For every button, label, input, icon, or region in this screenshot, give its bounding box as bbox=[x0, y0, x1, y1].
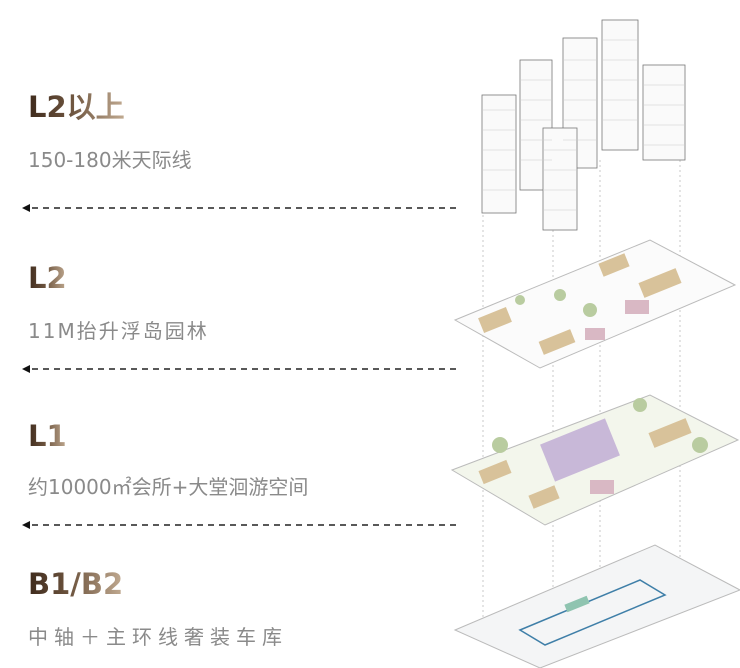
tower-floor-lines bbox=[482, 39, 685, 211]
level-subtitle-b1-b2: 中轴＋主环线奢装车库 bbox=[28, 625, 288, 649]
level-subtitle-above-l2: 150-180米天际线 bbox=[28, 148, 192, 172]
dashed-arrow-left bbox=[22, 365, 456, 373]
level-title-above-l2: L2以上 bbox=[28, 90, 125, 124]
dashed-arrow-left bbox=[22, 204, 456, 212]
level-title-b1-b2: B1/B2 bbox=[28, 567, 124, 601]
plate-l2 bbox=[453, 239, 737, 369]
level-title-l1: L1 bbox=[28, 419, 67, 453]
plate-b1-b2 bbox=[453, 544, 740, 668]
plate-l1 bbox=[450, 394, 740, 526]
towers bbox=[481, 19, 686, 231]
level-subtitle-l1: 约10000㎡会所+大堂洄游空间 bbox=[28, 475, 309, 499]
exploded-axonometric-illustration bbox=[450, 19, 740, 668]
level-title-l2: L2 bbox=[28, 261, 67, 295]
level-subtitle-l2: 11M抬升浮岛园林 bbox=[28, 319, 209, 343]
dashed-arrow-left bbox=[22, 521, 456, 529]
